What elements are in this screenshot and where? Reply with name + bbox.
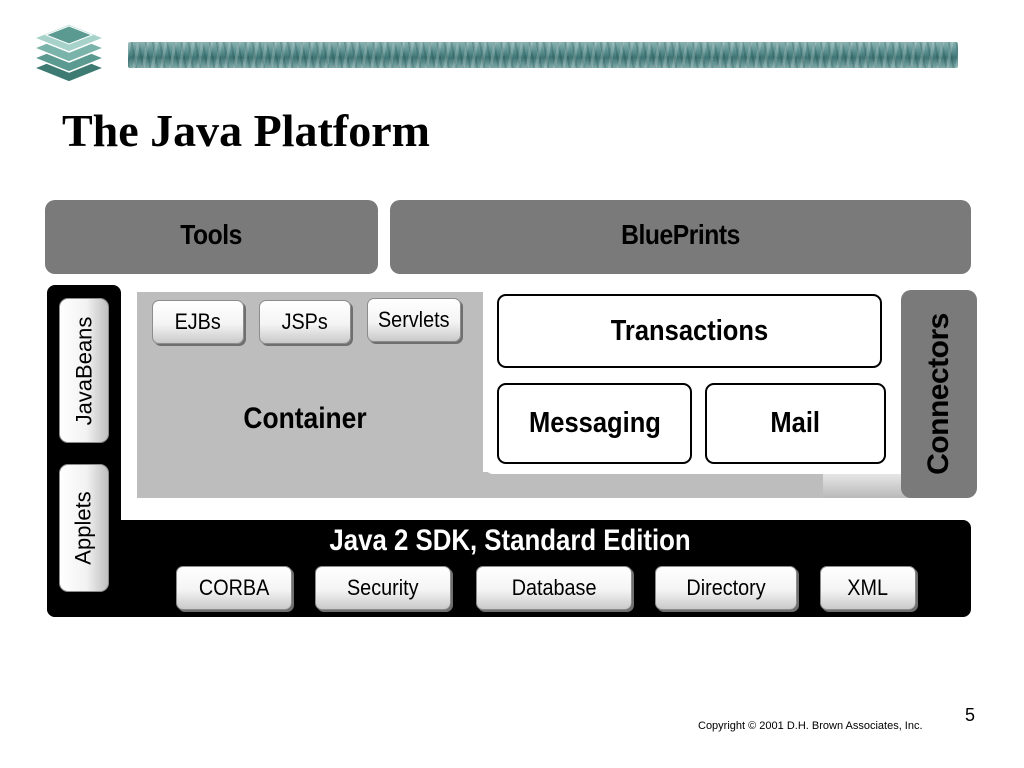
xml-label: XML [847,575,889,600]
servlets-pill: Servlets [367,298,461,342]
ejbs-label: EJBs [174,309,222,334]
transactions-box: Transactions [497,294,882,368]
messaging-label: Messaging [528,407,661,439]
database-pill: Database [476,566,632,610]
database-label: Database [511,575,597,600]
corba-pill: CORBA [176,566,292,610]
javabeans-label: JavaBeans [71,316,97,425]
javabeans-pill: JavaBeans [59,298,109,443]
connectors-label-wrap: Connectors [901,290,977,498]
page-number: 5 [965,705,976,725]
stacked-layers-logo [30,16,108,94]
corba-label: CORBA [198,575,270,600]
servlets-label: Servlets [378,307,450,332]
directory-label: Directory [686,575,766,600]
decorative-banner [128,42,958,68]
container-label-text: Container [243,402,367,435]
connector-pipe [823,474,913,498]
tools-label: Tools [180,219,243,250]
sdk-label-text: Java 2 SDK, Standard Edition [329,524,691,557]
security-pill: Security [315,566,451,610]
blueprints-label: BluePrints [621,219,740,250]
jsps-pill: JSPs [259,300,351,344]
messaging-box: Messaging [497,383,692,464]
container-area-extension [483,472,823,498]
copyright-notice: Copyright © 2001 D.H. Brown Associates, … [698,720,923,732]
page-title: The Java Platform [62,105,430,156]
jsps-label: JSPs [281,309,329,334]
transactions-label: Transactions [610,314,769,347]
sdk-label: Java 2 SDK, Standard Edition [250,524,770,558]
xml-pill: XML [820,566,916,610]
applets-pill: Applets [59,464,109,592]
container-label: Container [200,402,410,436]
blueprints-block: BluePrints [390,200,971,274]
directory-pill: Directory [655,566,797,610]
mail-box: Mail [705,383,886,464]
connectors-block [901,290,977,498]
security-label: Security [347,575,419,600]
tools-block: Tools [45,200,378,274]
ejbs-pill: EJBs [152,300,244,344]
connectors-label: Connectors [922,313,955,475]
mail-label: Mail [770,407,821,439]
applets-label: Applets [71,491,97,565]
